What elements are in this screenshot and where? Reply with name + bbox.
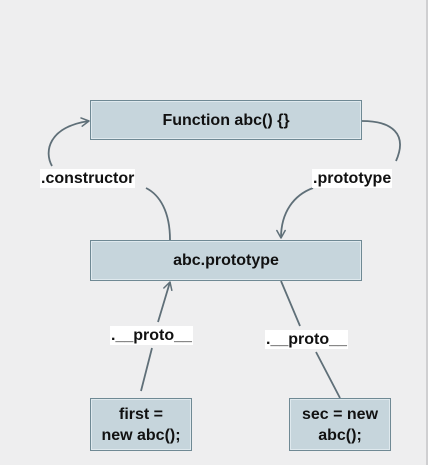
abc-prototype-label: abc.prototype	[173, 252, 279, 269]
first-instance-node: first = new abc();	[90, 398, 192, 451]
sec-instance-line2: abc();	[318, 426, 362, 444]
function-abc-node: Function abc() {}	[90, 100, 362, 140]
proto-left-connector	[140, 282, 170, 392]
prototype-edge-label: .prototype	[312, 169, 393, 188]
proto-left-edge-label: .__proto__	[110, 326, 193, 345]
abc-prototype-node: abc.prototype	[90, 240, 362, 281]
sec-instance-node: sec = new abc();	[289, 398, 391, 451]
first-instance-line1: first =	[118, 405, 163, 423]
constructor-connector	[47, 121, 171, 241]
sec-instance-line1: sec = new	[301, 405, 379, 423]
constructor-edge-label: .constructor	[40, 169, 136, 188]
first-instance-line2: new abc();	[101, 426, 181, 444]
window-edge	[426, 0, 428, 465]
proto-right-edge-label: .__proto__	[265, 330, 348, 349]
proto-right-connector	[280, 280, 341, 399]
function-abc-label: Function abc() {}	[162, 111, 290, 129]
prototype-connector	[281, 120, 401, 238]
